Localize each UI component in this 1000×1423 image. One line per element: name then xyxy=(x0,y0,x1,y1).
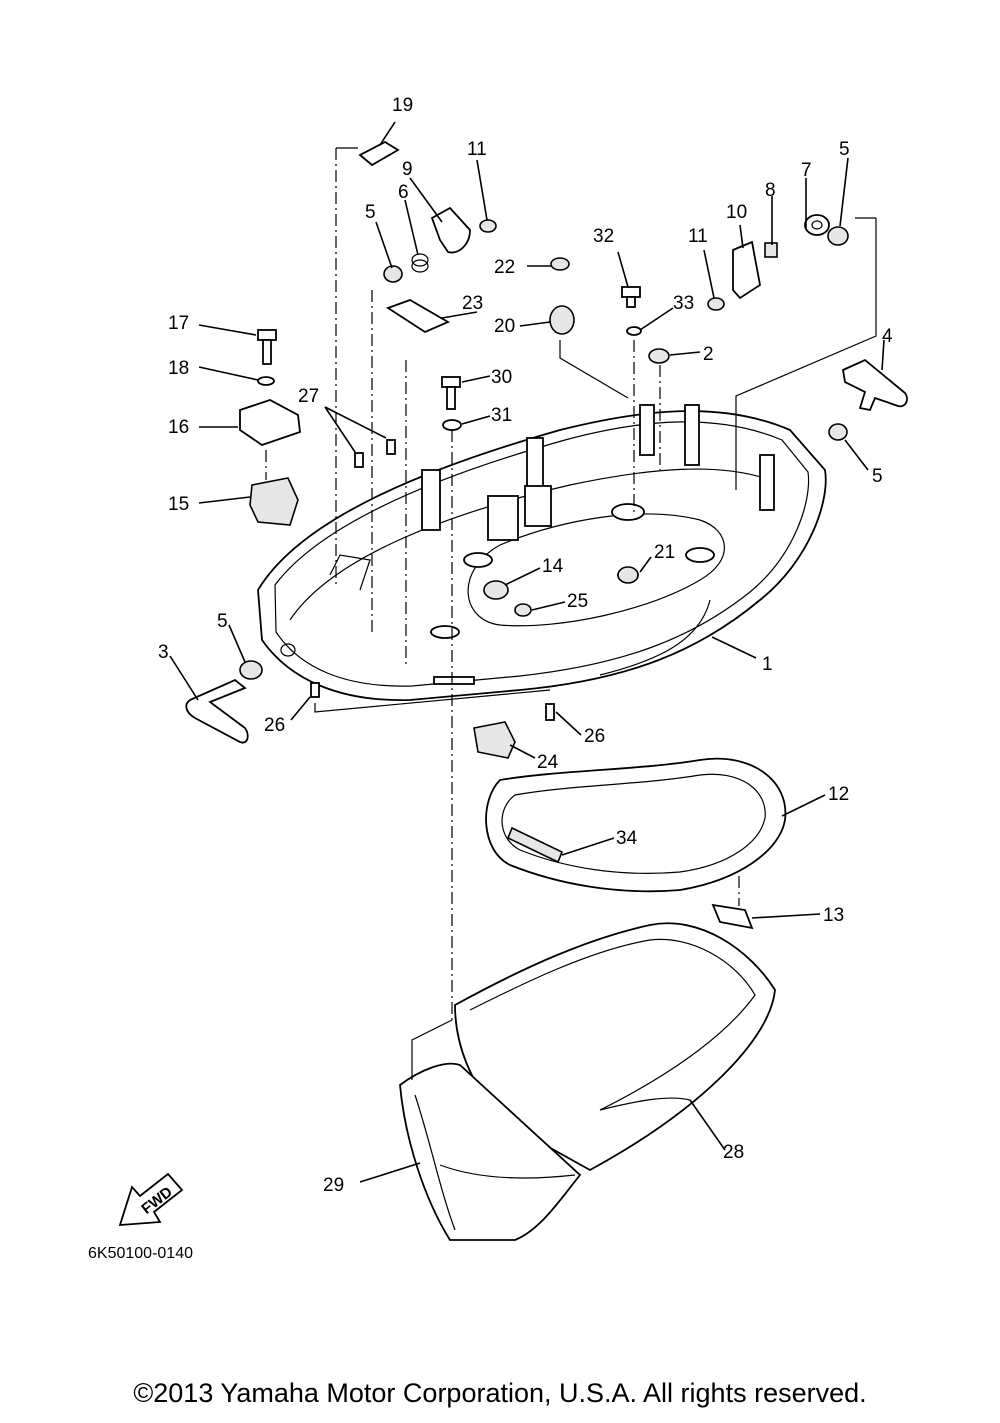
callout-34: 34 xyxy=(616,828,638,849)
grommet-part-14 xyxy=(483,580,509,600)
grommet-part-25 xyxy=(514,603,532,617)
grommet-part-2 xyxy=(648,348,670,364)
callout-21: 21 xyxy=(654,542,675,563)
assembly-lines xyxy=(265,147,877,1080)
callout-16: 16 xyxy=(168,417,189,438)
callout-9: 9 xyxy=(402,159,413,180)
holder-part-16 xyxy=(239,399,301,446)
bolt-part-17 xyxy=(257,329,277,365)
bolt-part-32 xyxy=(621,286,641,308)
screw-part-27 xyxy=(354,439,396,468)
bushing-part-5-a xyxy=(239,643,296,680)
bolt-part-30 xyxy=(441,376,461,410)
callout-10: 10 xyxy=(726,202,747,223)
bracket-part-9 xyxy=(430,206,471,254)
callout-7: 7 xyxy=(801,160,812,181)
plate-part-7 xyxy=(804,214,830,236)
callout-2: 2 xyxy=(703,344,714,365)
plate-part-23 xyxy=(385,299,450,334)
callout-1: 1 xyxy=(762,654,773,675)
callout-30: 30 xyxy=(491,367,512,388)
copyright-notice: ©2013 Yamaha Motor Corporation, U.S.A. A… xyxy=(133,1378,867,1408)
damper-part-15 xyxy=(249,477,299,526)
callout-24: 24 xyxy=(537,752,559,773)
callout-26-right: 26 xyxy=(584,726,605,747)
screw-part-26-b xyxy=(545,703,555,721)
callout-13: 13 xyxy=(823,905,844,926)
callout-4: 4 xyxy=(882,326,893,347)
callout-5-top-right: 5 xyxy=(839,139,850,160)
fwd-arrow-icon: FWD xyxy=(118,1172,184,1226)
callout-27: 27 xyxy=(298,386,319,407)
lever-part-3 xyxy=(185,678,249,744)
callout-26-left: 26 xyxy=(264,715,285,736)
bolt-part-11-a xyxy=(479,219,497,233)
bushing-part-5-b xyxy=(828,423,848,441)
seal-strip-part-34 xyxy=(506,826,564,864)
callout-18: 18 xyxy=(168,358,189,379)
callout-32: 32 xyxy=(593,226,614,247)
callout-5-left: 5 xyxy=(217,611,228,632)
bushing-part-5-c xyxy=(383,265,403,283)
callout-8: 8 xyxy=(765,180,776,201)
callout-5-top-left: 5 xyxy=(365,202,376,223)
diagram-code: 6K50100-0140 xyxy=(88,1245,193,1262)
screw-part-26-a xyxy=(310,682,320,698)
cover-part-29 xyxy=(399,1062,582,1241)
callout-33: 33 xyxy=(673,293,694,314)
callout-11-right: 11 xyxy=(688,226,708,247)
callout-22: 22 xyxy=(494,257,515,278)
leader-lines xyxy=(169,121,885,1183)
callout-6: 6 xyxy=(398,182,409,203)
callout-29: 29 xyxy=(323,1175,344,1196)
callout-19: 19 xyxy=(392,95,413,116)
callout-28: 28 xyxy=(723,1142,744,1163)
bolt-part-11-b xyxy=(707,297,725,311)
screw-part-22 xyxy=(550,257,570,271)
callout-3: 3 xyxy=(158,642,169,663)
washer-part-33 xyxy=(626,326,642,336)
plate-part-19 xyxy=(358,140,400,167)
callout-17: 17 xyxy=(168,313,189,334)
grommet-part-20 xyxy=(549,305,575,335)
grommet-part-21 xyxy=(617,566,639,584)
callout-5-right: 5 xyxy=(872,466,883,487)
seal-part-12 xyxy=(485,757,787,893)
callout-20: 20 xyxy=(494,316,515,337)
damper-part-24 xyxy=(473,721,516,759)
washer-part-18 xyxy=(257,376,275,386)
callouts: 1 2 3 4 5 5 5 5 6 7 8 9 10 11 11 12 13 1… xyxy=(158,95,893,1196)
callout-15: 15 xyxy=(168,494,189,515)
callout-25: 25 xyxy=(567,591,588,612)
clip-part-13 xyxy=(711,903,754,930)
lever-part-4 xyxy=(841,358,908,412)
callout-12: 12 xyxy=(828,784,849,805)
callout-23: 23 xyxy=(462,293,483,314)
bushing-part-5-d xyxy=(827,226,849,246)
bracket-part-10 xyxy=(732,240,761,300)
screw-part-8 xyxy=(764,242,778,258)
washer-part-31 xyxy=(442,419,462,431)
bottom-cowling-part-1 xyxy=(257,404,827,701)
wave-washer-part-6 xyxy=(411,253,429,273)
callout-14: 14 xyxy=(542,556,564,577)
callout-11-top: 11 xyxy=(467,139,487,160)
callout-31: 31 xyxy=(491,405,512,426)
